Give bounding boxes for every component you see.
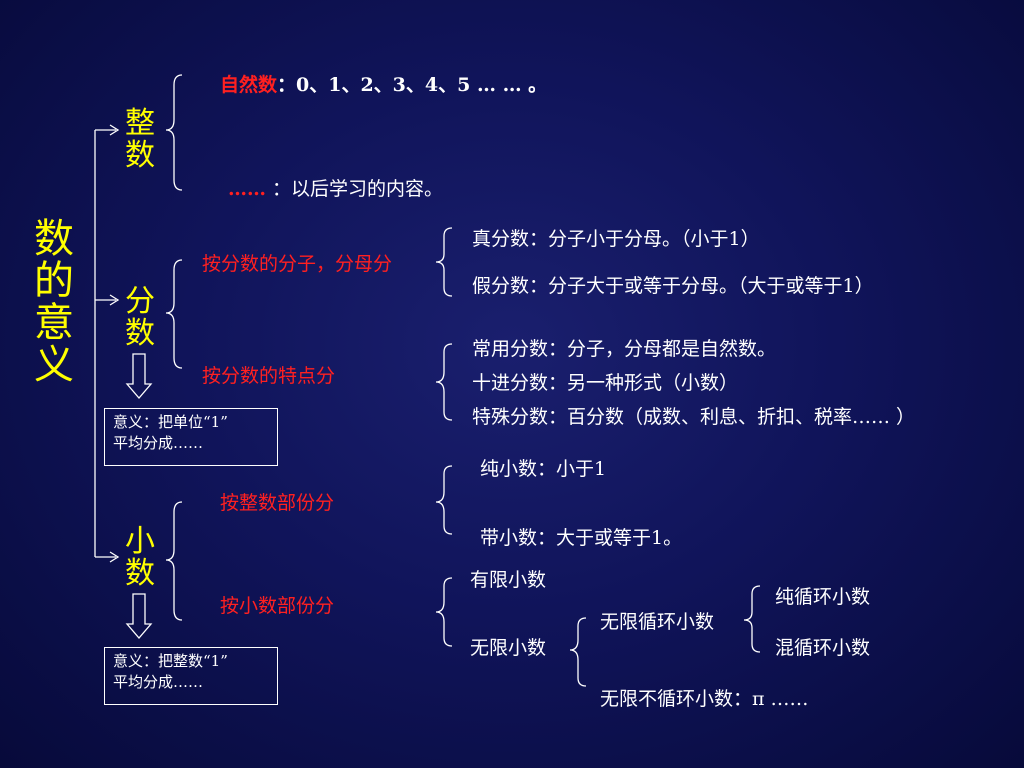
natural-number-row: 自然数：0、1、2、3、4、5 … … 。 [220,74,547,96]
mixed-repeating-decimal: 混循环小数 [775,637,871,659]
brace-decimal [165,501,183,621]
arrowhead-integer [109,124,120,136]
down-arrow-fraction [125,353,153,399]
root-title: 数的意义 [34,216,74,388]
proper-fraction: 真分数：分子小于分母。（小于1） [472,228,760,250]
later-content-text: ：以后学习的内容。 [266,178,444,200]
fraction-meaning-line1: 意义：把单位“1” [113,413,228,431]
brace-infinite [569,617,587,687]
special-fraction: 特殊分数：百分数（成数、利息、折扣、税率…… ） [472,406,916,428]
decimal-fraction: 十进分数：另一种形式（小数） [472,372,739,394]
later-content-row: …… ：以后学习的内容。 [228,178,443,200]
brace-decimal-decimal-part [435,577,453,647]
brace-decimal-integer-part [435,465,453,535]
decimal-meaning-line2: 平均分成…… [113,673,204,691]
fraction-label: 分数 [125,284,155,351]
decimal-by-integer-part: 按整数部份分 [220,492,335,514]
non-repeating-decimal: 无限不循环小数：π …… [600,688,809,710]
natural-number-label: 自然数 [220,74,278,96]
brace-integer [165,74,183,191]
brace-fraction-numerator [435,227,453,297]
decimal-by-decimal-part: 按小数部份分 [220,595,335,617]
fraction-by-feature: 按分数的特点分 [202,365,336,387]
down-arrow-decimal [125,593,153,639]
fraction-meaning-line2: 平均分成…… [113,434,204,452]
integer-label: 整数 [125,106,155,173]
decimal-meaning-line1: 意义：把整数“1” [113,652,228,670]
improper-fraction: 假分数：分子大于或等于分母。（大于或等于1） [472,275,874,297]
brace-repeating [743,585,761,653]
infinite-decimal: 无限小数 [470,637,547,659]
decimal-meaning-box: 意义：把整数“1” 平均分成…… [104,647,278,705]
pure-decimal: 纯小数：小于1 [480,458,607,480]
repeating-decimal: 无限循环小数 [600,611,715,633]
brace-fraction-feature [435,343,453,421]
pure-repeating-decimal: 纯循环小数 [775,586,871,608]
common-fraction: 常用分数：分子，分母都是自然数。 [472,338,777,360]
mixed-decimal: 带小数：大于或等于1。 [480,527,683,549]
arrowhead-decimal [109,551,120,563]
finite-decimal: 有限小数 [470,569,547,591]
decimal-label: 小数 [125,524,155,591]
natural-number-examples: ：0、1、2、3、4、5 … … 。 [277,74,548,96]
fraction-meaning-box: 意义：把单位“1” 平均分成…… [104,408,278,466]
arrowhead-fraction [109,294,120,306]
later-dots: …… [228,178,266,200]
brace-fraction [165,259,183,369]
fraction-by-numerator: 按分数的分子，分母分 [202,253,393,275]
